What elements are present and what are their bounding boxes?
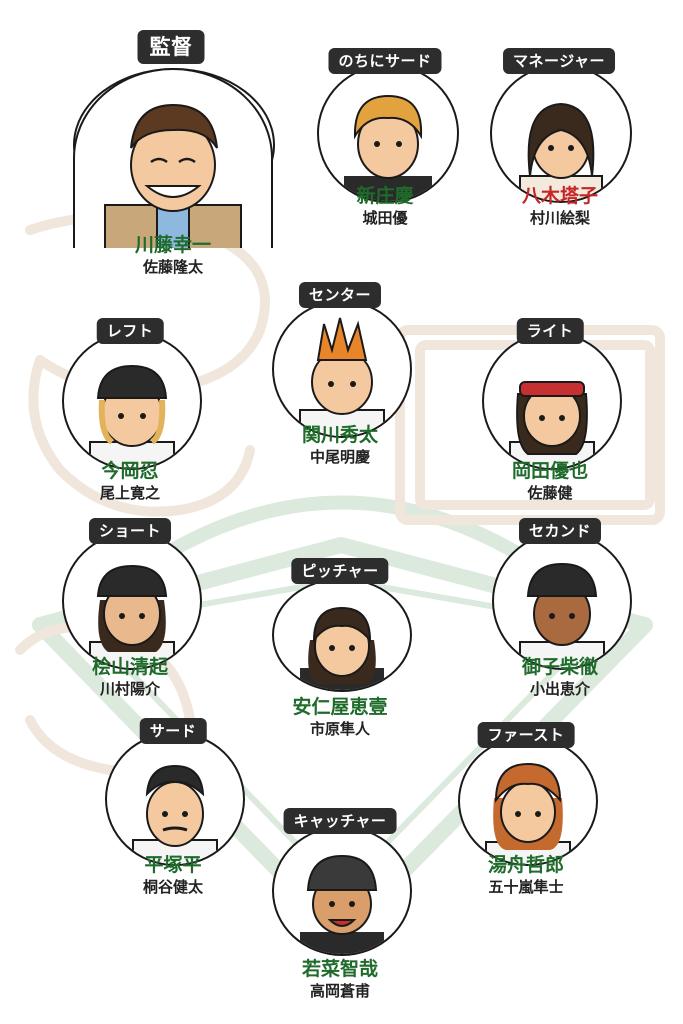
portrait-circle bbox=[62, 332, 202, 470]
actor-name: 桐谷健太 bbox=[142, 878, 203, 896]
role-badge: ピッチャー bbox=[291, 558, 389, 584]
character-name: 八木塔子 bbox=[521, 185, 598, 207]
portrait-circle bbox=[62, 532, 202, 670]
portrait-circle bbox=[272, 300, 412, 438]
role-badge: マネージャー bbox=[503, 48, 615, 74]
portrait-circle bbox=[490, 64, 632, 203]
character-name: 湯舟哲郎 bbox=[487, 854, 564, 876]
character-name: 若菜智哉 bbox=[301, 958, 378, 980]
role-badge: ライト bbox=[516, 318, 584, 344]
actor-name: 佐藤健 bbox=[527, 484, 573, 502]
actor-name: 五十嵐隼士 bbox=[488, 878, 564, 896]
role-badge: 監督 bbox=[137, 30, 205, 64]
role-badge: キャッチャー bbox=[283, 808, 397, 834]
actor-name: 市原隼人 bbox=[309, 720, 370, 738]
actor-name: 尾上寛之 bbox=[99, 484, 160, 502]
character-name: 今岡忍 bbox=[101, 460, 159, 482]
actor-name: 佐藤隆太 bbox=[142, 258, 203, 276]
character-name: 川藤幸一 bbox=[134, 234, 211, 256]
portrait-icon bbox=[519, 562, 605, 668]
character-name: 御子柴徹 bbox=[521, 656, 598, 678]
manager-portrait bbox=[73, 68, 273, 248]
portrait-icon bbox=[89, 564, 175, 668]
actor-name: 川村陽介 bbox=[99, 680, 160, 698]
role-badge: ショート bbox=[88, 518, 172, 544]
portrait-circle bbox=[272, 826, 412, 956]
portrait-circle bbox=[272, 578, 412, 692]
portrait-circle bbox=[492, 532, 632, 670]
actor-name: 城田優 bbox=[362, 209, 408, 227]
actor-name: 村川絵梨 bbox=[529, 209, 590, 227]
character-name: 平塚平 bbox=[144, 854, 202, 876]
portrait-icon bbox=[300, 854, 384, 954]
portrait-circle bbox=[482, 332, 622, 470]
portrait-icon bbox=[519, 102, 603, 201]
portrait-icon bbox=[104, 103, 242, 248]
role-badge: サード bbox=[139, 718, 207, 744]
character-name: 関川秀太 bbox=[301, 424, 378, 446]
portrait-icon bbox=[299, 317, 385, 436]
character-name: 新庄慶 bbox=[356, 185, 414, 207]
portrait-circle bbox=[105, 732, 245, 866]
character-name: 岡田優也 bbox=[511, 460, 588, 482]
actor-name: 高岡蒼甫 bbox=[309, 982, 370, 1000]
portrait-circle bbox=[317, 64, 459, 203]
portrait-circle bbox=[458, 736, 598, 866]
role-badge: ファースト bbox=[477, 722, 575, 748]
portrait-icon bbox=[485, 762, 571, 864]
role-badge: のちにサード bbox=[328, 48, 442, 74]
character-name: 桧山清起 bbox=[91, 656, 168, 678]
portrait-icon bbox=[300, 606, 384, 690]
portrait-icon bbox=[132, 764, 218, 864]
role-badge: レフト bbox=[96, 318, 164, 344]
portrait-icon bbox=[509, 381, 595, 468]
character-name: 安仁屋恵壹 bbox=[292, 696, 388, 718]
actor-name: 中尾明慶 bbox=[309, 448, 370, 466]
role-badge: センター bbox=[298, 282, 382, 308]
role-badge: セカンド bbox=[518, 518, 602, 544]
portrait-icon bbox=[89, 364, 175, 468]
actor-name: 小出恵介 bbox=[529, 680, 590, 698]
portrait-icon bbox=[344, 94, 432, 201]
